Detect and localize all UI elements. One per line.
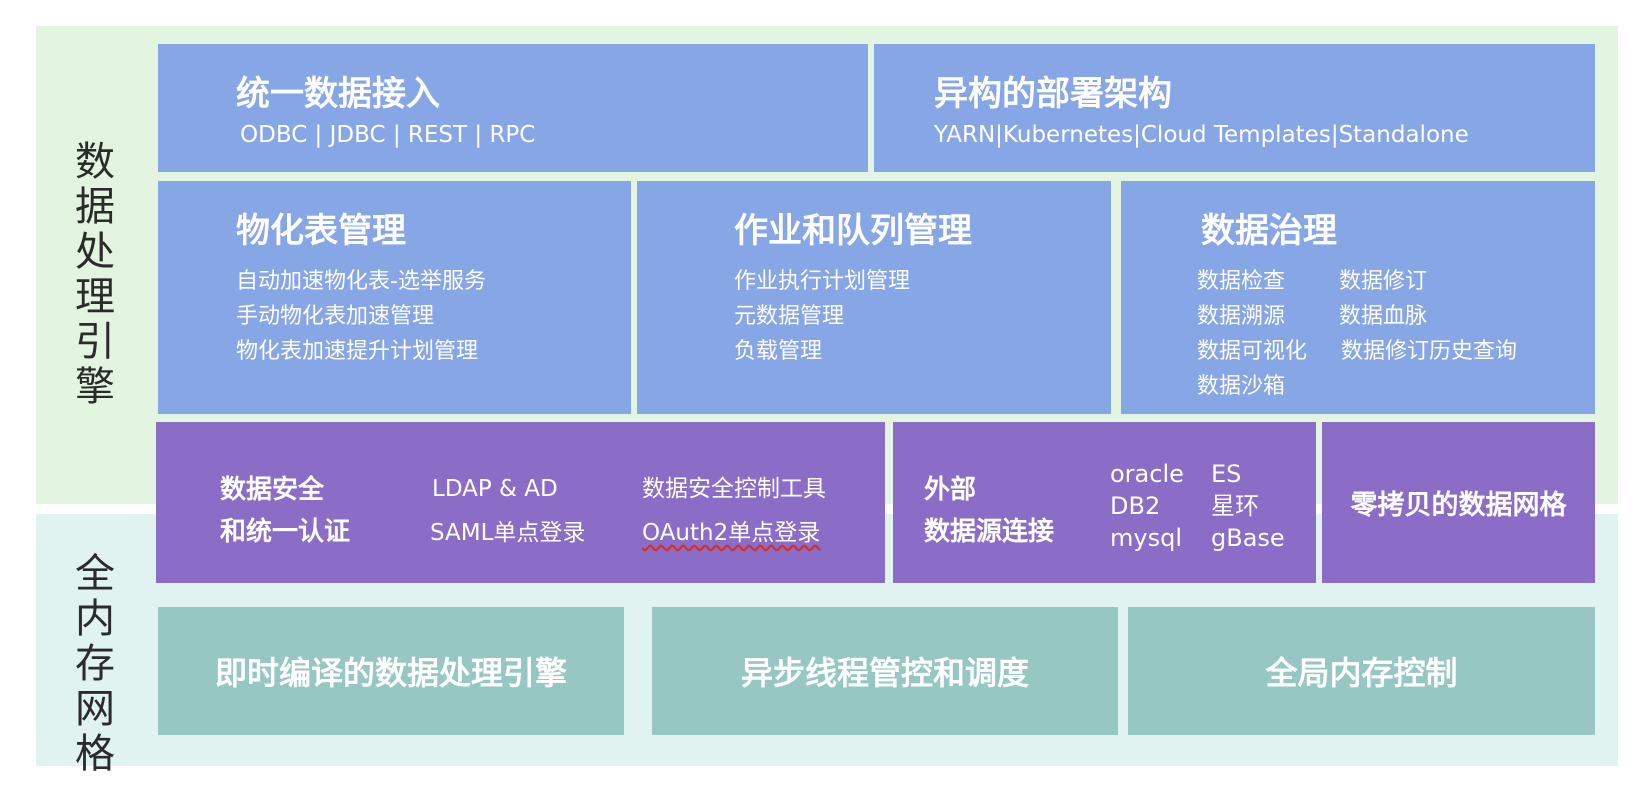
list-item: 数据安全控制工具 — [642, 476, 826, 502]
heterogeneous-deployment-box: 异构的部署架构 YARN|Kubernetes|Cloud Templates|… — [874, 44, 1595, 172]
vertical-label-char: 存 — [75, 641, 115, 687]
vertical-label-char: 处 — [75, 229, 115, 275]
global-memory-title: 全局内存控制 — [1265, 654, 1458, 692]
list-item: 作业执行计划管理 — [734, 269, 911, 294]
list-item: 星环 — [1211, 492, 1259, 520]
async-thread-title: 异步线程管控和调度 — [740, 654, 1029, 692]
global-memory-box: 全局内存控制 — [1128, 607, 1595, 735]
list-item: 数据可视化 — [1197, 339, 1308, 364]
data-security-box: 数据安全 和统一认证 LDAP & AD 数据安全控制工具 SAML单点登录 O… — [156, 422, 885, 583]
unified-data-access-title: 统一数据接入 — [236, 74, 440, 114]
list-item: 元数据管理 — [734, 304, 845, 329]
zero-copy-mesh-box: 零拷贝的数据网格 — [1322, 422, 1595, 583]
async-thread-box: 异步线程管控和调度 — [652, 607, 1118, 735]
job-queue-title: 作业和队列管理 — [734, 211, 972, 251]
vertical-label-char: 据 — [75, 184, 115, 230]
data-governance-title: 数据治理 — [1201, 211, 1337, 251]
jit-engine-box: 即时编译的数据处理引擎 — [158, 607, 624, 735]
jit-engine-title: 即时编译的数据处理引擎 — [214, 654, 567, 692]
vertical-label-char: 擎 — [75, 364, 115, 410]
list-item: 数据检查 — [1197, 269, 1286, 294]
list-item: ES — [1211, 460, 1242, 488]
materialized-table-box: 物化表管理 自动加速物化表-选举服务 手动物化表加速管理 物化表加速提升计划管理 — [158, 181, 631, 414]
list-item: 数据修订 — [1339, 269, 1428, 294]
list-item: 数据沙箱 — [1197, 374, 1286, 399]
list-item: 物化表加速提升计划管理 — [236, 339, 479, 364]
heterogeneous-deployment-title: 异构的部署架构 — [934, 74, 1172, 114]
list-item: 自动加速物化表-选举服务 — [236, 269, 486, 294]
in-memory-grid-label: 全内存网格 — [70, 552, 120, 777]
list-item: 手动物化表加速管理 — [236, 304, 435, 329]
unified-data-access-box: 统一数据接入 ODBC | JDBC | REST | RPC — [158, 44, 868, 172]
list-item: 负载管理 — [734, 339, 823, 364]
vertical-label-char: 格 — [75, 731, 115, 777]
vertical-label-char: 网 — [75, 686, 115, 732]
external-datasource-title-line1: 外部 — [924, 475, 977, 505]
data-governance-box: 数据治理 数据检查 数据溯源 数据可视化 数据沙箱 数据修订 数据血脉 数据修订… — [1121, 181, 1595, 414]
list-item: 数据血脉 — [1339, 304, 1428, 329]
data-security-title-line2: 和统一认证 — [220, 517, 351, 547]
list-item: gBase — [1211, 524, 1285, 552]
list-item: 数据溯源 — [1197, 304, 1286, 329]
list-item: DB2 — [1110, 492, 1161, 520]
list-item: LDAP & AD — [432, 476, 558, 502]
list-item: 数据修订历史查询 — [1341, 339, 1518, 364]
materialized-table-title: 物化表管理 — [236, 211, 406, 251]
zero-copy-mesh-title: 零拷贝的数据网格 — [1350, 490, 1567, 521]
vertical-label-char: 内 — [75, 596, 115, 642]
vertical-label-char: 数 — [75, 139, 115, 185]
list-item: SAML单点登录 — [430, 520, 586, 546]
heterogeneous-deployment-platforms: YARN|Kubernetes|Cloud Templates|Standalo… — [934, 122, 1469, 148]
external-datasource-title-line2: 数据源连接 — [924, 517, 1055, 547]
list-item: oracle — [1110, 460, 1184, 488]
list-item: mysql — [1110, 524, 1182, 552]
vertical-label-char: 理 — [75, 274, 115, 320]
list-item: OAuth2单点登录 — [642, 520, 821, 546]
unified-data-access-protocols: ODBC | JDBC | REST | RPC — [240, 122, 536, 148]
external-datasource-box: 外部 数据源连接 oracle DB2 mysql ES 星环 gBase — [893, 422, 1316, 583]
data-security-title-line1: 数据安全 — [220, 475, 325, 505]
job-queue-box: 作业和队列管理 作业执行计划管理 元数据管理 负载管理 — [637, 181, 1111, 414]
processing-engine-label: 数据处理引擎 — [70, 140, 120, 410]
vertical-label-char: 引 — [75, 319, 115, 365]
vertical-label-char: 全 — [75, 551, 115, 597]
